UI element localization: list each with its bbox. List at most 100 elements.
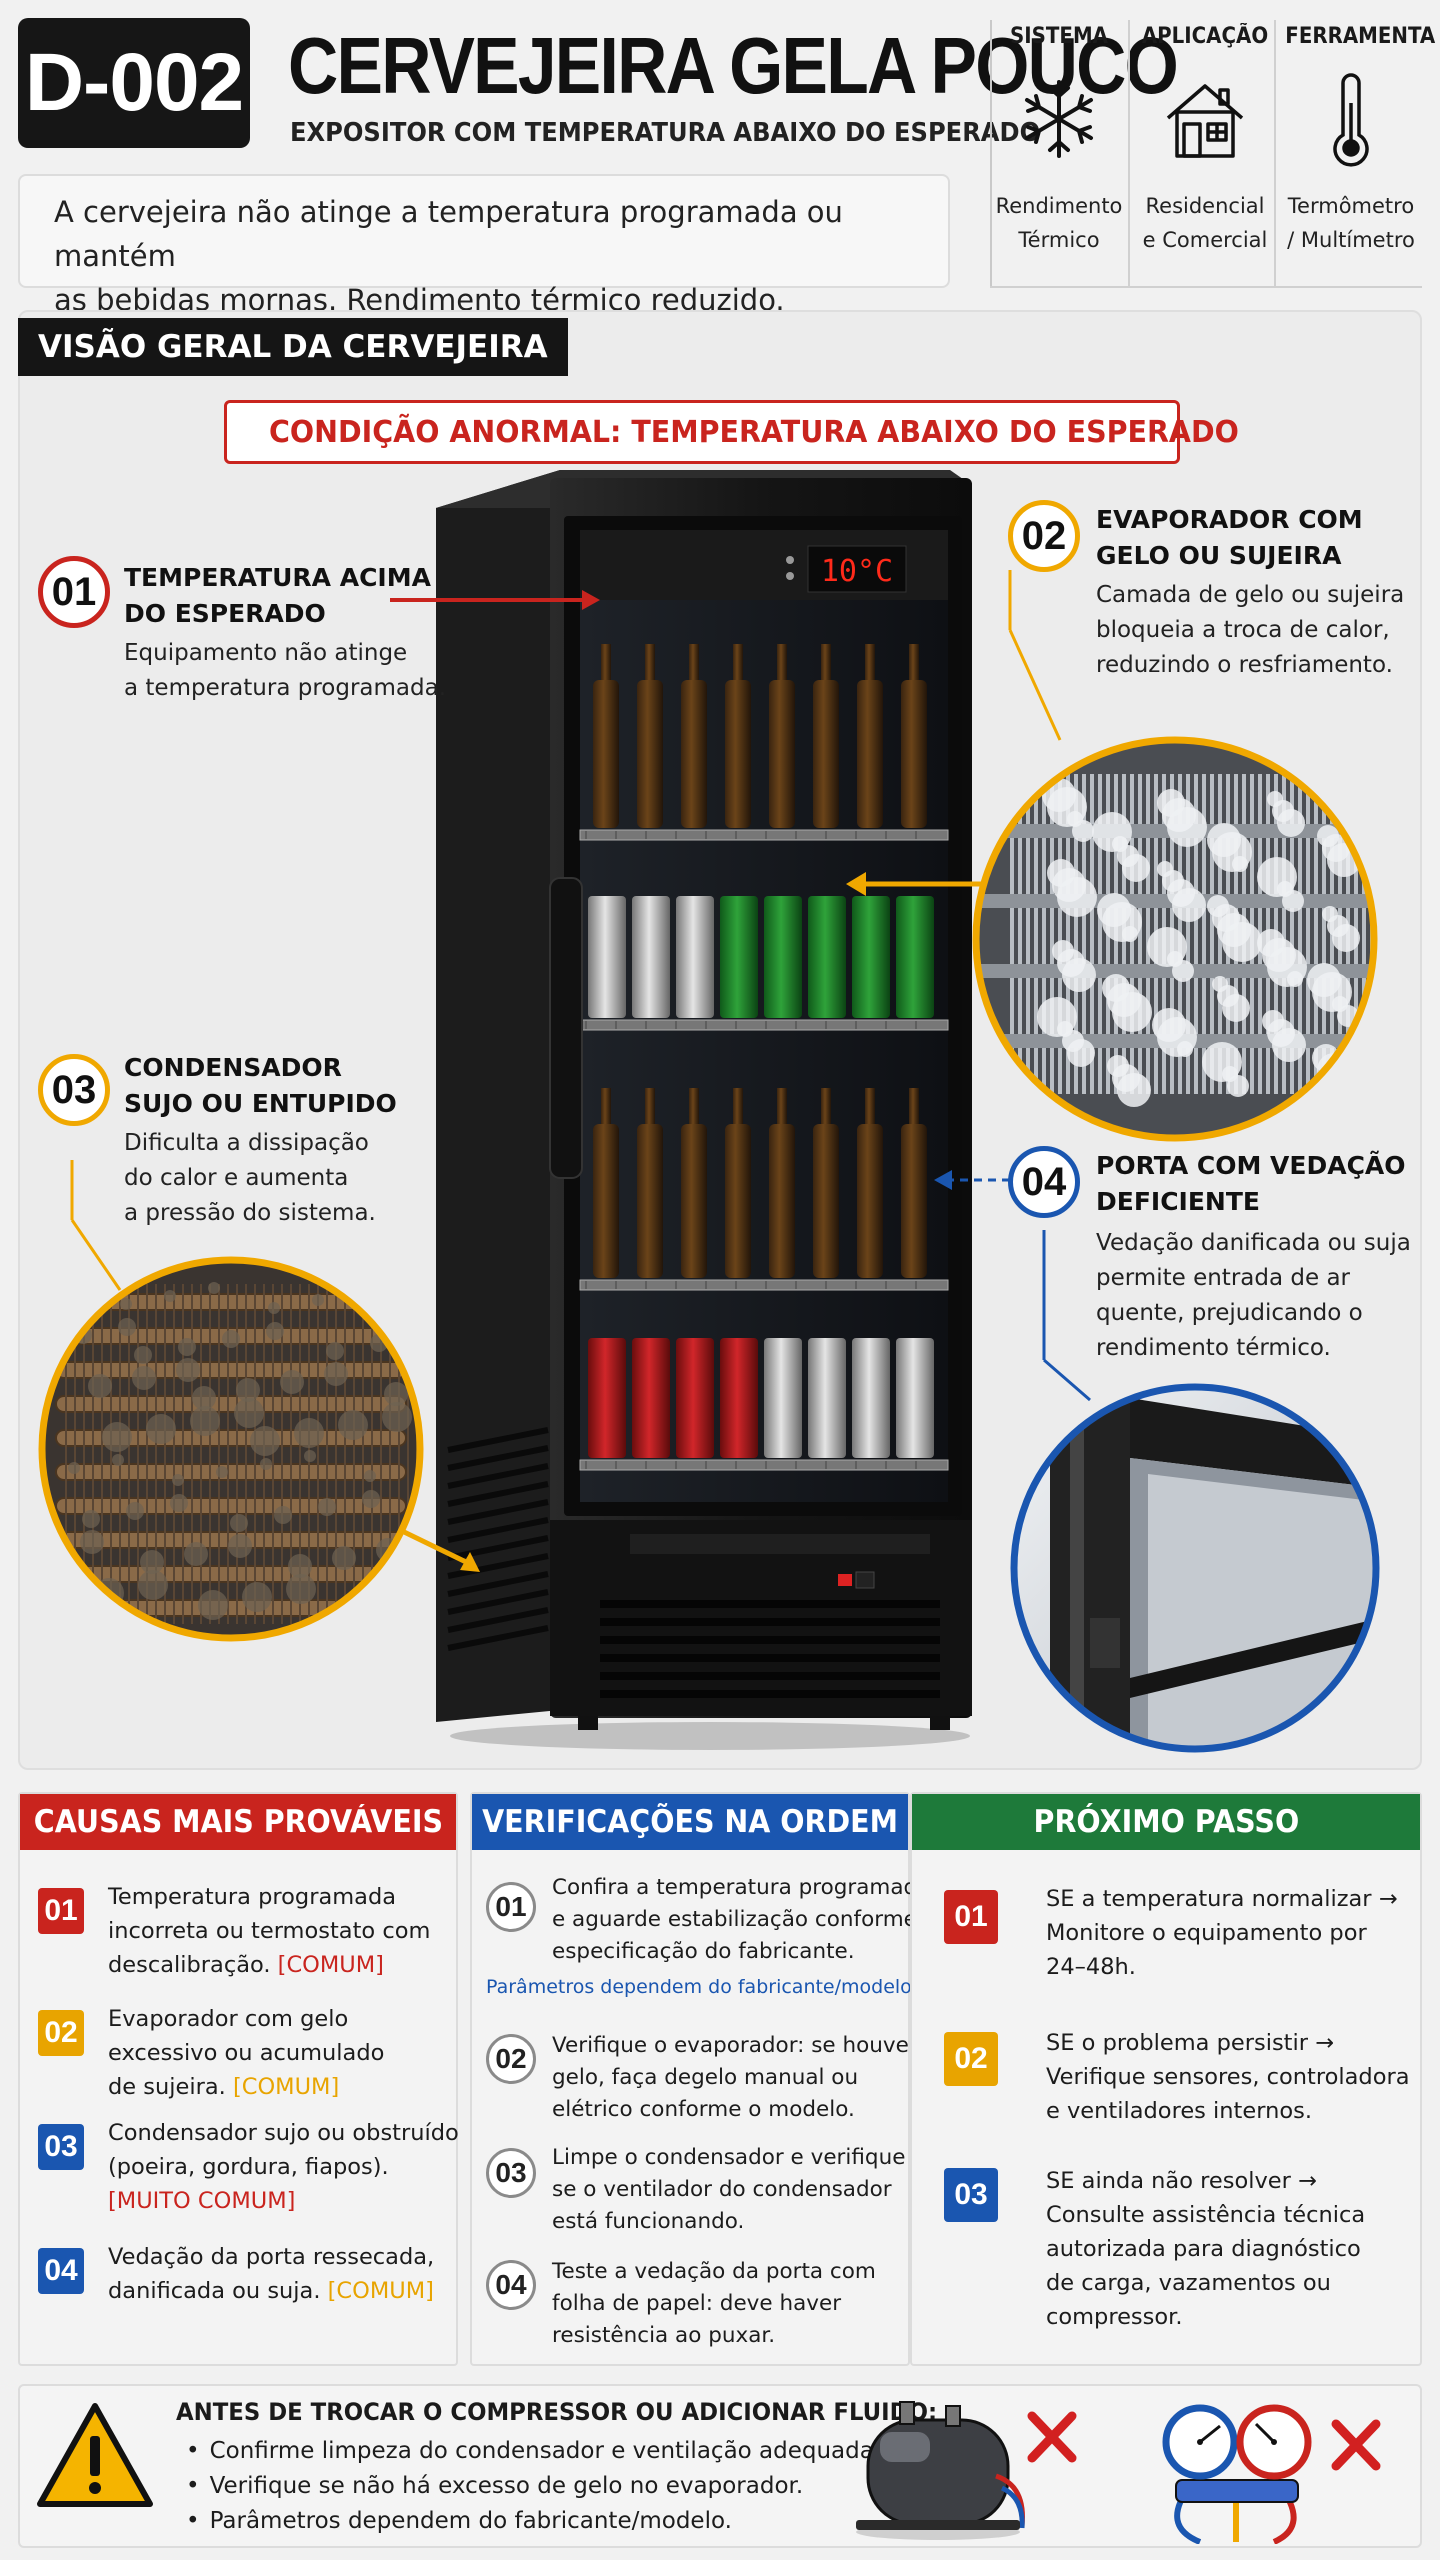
intro-box: A cervejeira não atinge a temperatura pr… <box>18 174 950 317</box>
bottle <box>637 680 663 828</box>
door-seal-detail-image <box>1010 1383 1380 1753</box>
warning-item: Parâmetros dependem do fabricante/modelo… <box>186 2504 893 2539</box>
info-tool: FERRAMENTA Termômetro/ Multímetro <box>1278 16 1436 288</box>
warning-item: Verifique se não há excesso de gelo no e… <box>186 2469 893 2504</box>
bottle-neck <box>601 1088 611 1128</box>
code-badge: D-002 <box>18 18 250 148</box>
bottle <box>813 680 839 828</box>
cause-number: 04 <box>38 2248 84 2294</box>
check-number: 04 <box>486 2260 536 2310</box>
bottle <box>725 1124 751 1278</box>
can <box>896 896 934 1018</box>
bottle <box>593 1124 619 1278</box>
can <box>852 1338 890 1458</box>
manifold-gauges-crossed-icon <box>1162 2404 1381 2544</box>
causes-card: CAUSAS MAIS PROVÁVEIS <box>18 1792 458 2366</box>
door-handle <box>549 877 583 1179</box>
evaporator-detail-image <box>972 736 1378 1142</box>
info-desc: Termômetro/ Multímetro <box>1287 194 1415 252</box>
bottle-neck <box>865 1088 875 1128</box>
frequency-tag: [COMUM] <box>232 2074 340 2100</box>
can <box>852 896 890 1018</box>
bottle-neck <box>777 644 787 684</box>
bottle-neck <box>909 1088 919 1128</box>
alert-text: CONDIÇÃO ANORMAL: TEMPERATURA ABAIXO DO … <box>269 414 1239 450</box>
thermometer-icon <box>1278 59 1424 179</box>
bottle-neck <box>865 644 875 684</box>
bottle-row <box>593 1088 927 1278</box>
can <box>632 1338 670 1458</box>
can <box>764 1338 802 1458</box>
fridge-illustration: 10°C <box>436 470 972 1750</box>
checks-heading: VERIFICAÇÕES NA ORDEM <box>472 1794 908 1850</box>
bottle-neck <box>733 1088 743 1128</box>
checks-card: VERIFICAÇÕES NA ORDEM <box>470 1792 910 2366</box>
bottle <box>725 680 751 828</box>
bottle-neck <box>689 644 699 684</box>
bottle-neck <box>821 644 831 684</box>
compressor-crossed-icon <box>856 2401 1077 2540</box>
callout-connectors <box>70 570 1091 1572</box>
bottle-neck <box>909 644 919 684</box>
warning-item: Confirme limpeza do condensador e ventil… <box>186 2434 894 2469</box>
check-number: 02 <box>486 2034 536 2084</box>
can <box>720 1338 758 1458</box>
can-row <box>588 896 934 1018</box>
warning-list: Confirme limpeza do condensador e ventil… <box>186 2434 894 2539</box>
cause-number: 01 <box>38 1888 84 1934</box>
bottle-neck <box>601 644 611 684</box>
header-divider <box>990 20 992 288</box>
alert-banner: CONDIÇÃO ANORMAL: TEMPERATURA ABAIXO DO … <box>224 400 1239 464</box>
can <box>808 896 846 1018</box>
can <box>632 896 670 1018</box>
check-number: 03 <box>486 2148 536 2198</box>
info-heading: SISTEMA <box>1010 24 1108 49</box>
bottle-neck <box>645 1088 655 1128</box>
warning-triangle-icon <box>37 2403 153 2507</box>
callout-number: 02 <box>1008 500 1080 572</box>
can <box>720 896 758 1018</box>
causes-heading: CAUSAS MAIS PROVÁVEIS <box>20 1794 456 1850</box>
can <box>588 896 626 1018</box>
bottle <box>769 1124 795 1278</box>
callout-number: 04 <box>1008 1146 1080 1218</box>
check-number: 01 <box>486 1882 536 1932</box>
snowflake-icon <box>986 59 1132 179</box>
bottle <box>813 1124 839 1278</box>
bottle <box>901 680 927 828</box>
can <box>676 1338 714 1458</box>
display-readout: 10°C <box>821 554 893 589</box>
check-note: Parâmetros dependem do fabricante/modelo… <box>486 1976 918 1998</box>
cause-text: Vedação da porta ressecada,danificada ou… <box>108 2244 435 2304</box>
frequency-tag: [COMUM] <box>327 2278 434 2304</box>
can <box>896 1338 934 1458</box>
bottle <box>637 1124 663 1278</box>
section-label: VISÃO GERAL DA CERVEJEIRA <box>18 318 568 376</box>
info-heading: FERRAMENTA <box>1285 24 1436 49</box>
frequency-tag: [MUITO COMUM] <box>108 2188 296 2214</box>
bottle-neck <box>689 1088 699 1128</box>
house-icon <box>1132 59 1278 179</box>
bottle-neck <box>777 1088 787 1128</box>
can <box>676 896 714 1018</box>
can <box>764 896 802 1018</box>
next-text: SE o problema persistir →Verifique senso… <box>1046 2030 1410 2124</box>
bottle-neck <box>821 1088 831 1128</box>
info-bottom-rule <box>990 286 1422 288</box>
page-subtitle: EXPOSITOR COM TEMPERATURA ABAIXO DO ESPE… <box>290 118 1041 148</box>
